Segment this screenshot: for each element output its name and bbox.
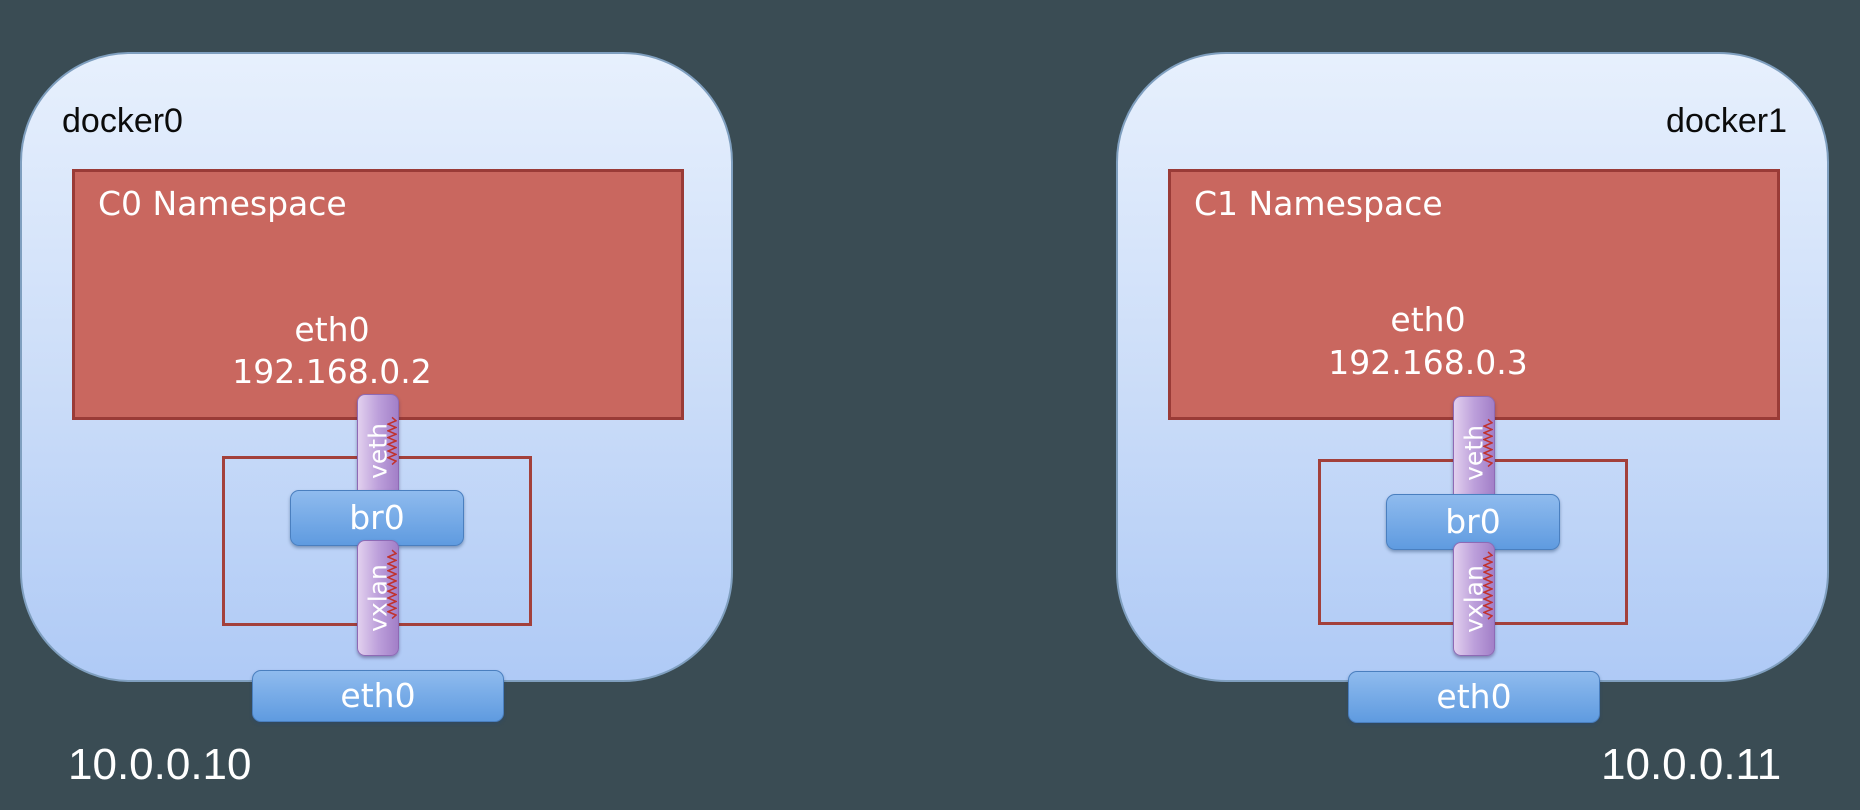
host-name: docker0: [62, 102, 183, 140]
host-0-ip-address: 10.0.0.10: [68, 740, 252, 789]
namespace-interface-ip: 192.168.0.3: [1328, 343, 1528, 382]
namespace-title: C1 Namespace: [1194, 184, 1443, 223]
vxlan-label: vxlan: [363, 564, 393, 632]
veth-label: veth: [363, 423, 393, 479]
host-name: docker1: [1666, 102, 1787, 140]
host-eth0-interface: eth0: [252, 670, 504, 722]
zigzag-edge-icon: [1483, 418, 1493, 468]
veth-port: veth: [1453, 396, 1495, 510]
docker-host-1: docker1 C1 Namespace eth0 192.168.0.3 ve…: [1116, 52, 1829, 723]
container-namespace: C0 Namespace eth0 192.168.0.2: [72, 169, 684, 420]
namespace-interface-name: eth0: [294, 310, 370, 349]
zigzag-edge-icon: [387, 416, 397, 466]
bridge-br0: br0: [290, 490, 464, 546]
container-namespace: C1 Namespace eth0 192.168.0.3: [1168, 169, 1780, 420]
zigzag-edge-icon: [387, 549, 397, 620]
namespace-interface-ip: 192.168.0.2: [232, 352, 432, 391]
vxlan-port: vxlan: [1453, 542, 1495, 656]
veth-label: veth: [1459, 425, 1489, 481]
host-1-ip-address: 10.0.0.11: [1601, 740, 1782, 789]
host-eth0-interface: eth0: [1348, 671, 1600, 723]
namespace-title: C0 Namespace: [98, 184, 347, 223]
vxlan-port: vxlan: [357, 540, 399, 656]
vxlan-label: vxlan: [1459, 565, 1489, 633]
docker-host-0: docker0 C0 Namespace eth0 192.168.0.2 ve…: [20, 52, 733, 722]
namespace-interface-name: eth0: [1390, 300, 1466, 339]
zigzag-edge-icon: [1483, 551, 1493, 620]
